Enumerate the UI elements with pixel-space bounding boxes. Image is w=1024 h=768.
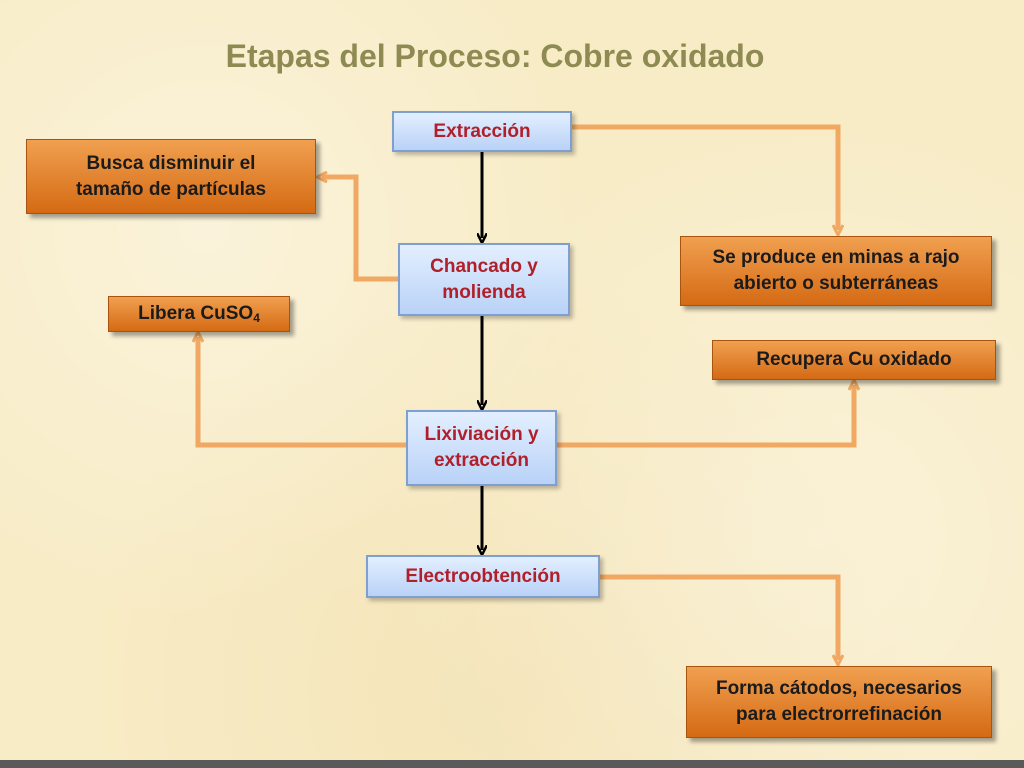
note-busca-line2: tamaño de partículas <box>75 178 267 200</box>
note-catodos-line1: Forma cátodos, necesarios <box>715 678 963 700</box>
note-busca-line1: Busca disminuir el <box>86 152 256 174</box>
note-libera-cuso4: Libera CuSO4 <box>108 296 290 332</box>
step-chancado-label-line2: molienda <box>442 281 526 303</box>
connector-lixiviacion-libera <box>198 337 406 448</box>
bottom-bar <box>0 760 1024 768</box>
step-lixiviacion-label-line1: Lixiviación y <box>424 424 539 446</box>
page-title: Etapas del Proceso: Cobre oxidado <box>225 38 765 74</box>
note-se-produce-minas: Se produce en minas a rajo abierto o sub… <box>680 236 992 306</box>
connector-chancado-busca <box>322 177 398 282</box>
step-lixiviacion-label-line2: extracción <box>433 450 530 471</box>
note-libera-label: Libera CuSO4 <box>138 303 260 326</box>
connector-electroobtencion-catodos <box>600 574 838 660</box>
note-libera-subscript: 4 <box>253 311 260 326</box>
note-recupera-label: Recupera Cu oxidado <box>756 349 952 371</box>
step-extraccion-label: Extracción <box>433 120 531 142</box>
connector-lixiviacion-recupera <box>557 385 854 448</box>
step-electroobtencion-label: Electroobtención <box>405 565 561 587</box>
note-forma-catodos: Forma cátodos, necesarios para electrorr… <box>686 666 992 738</box>
note-catodos-line2: para electrorrefinación <box>736 704 942 725</box>
step-chancado-label-line1: Chancado y <box>430 255 538 277</box>
note-busca-disminuir: Busca disminuir el tamaño de partículas <box>26 139 316 214</box>
connector-extraccion-minas <box>572 124 838 230</box>
note-minas-line2: abierto o subterráneas <box>733 273 939 294</box>
step-electroobtencion: Electroobtención <box>366 555 600 598</box>
step-extraccion: Extracción <box>392 111 572 152</box>
note-recupera-cu-oxidado: Recupera Cu oxidado <box>712 340 996 380</box>
step-chancado-y-molienda: Chancado y molienda <box>398 243 570 316</box>
note-minas-line1: Se produce en minas a rajo <box>712 247 960 269</box>
step-lixiviacion-y-extraccion: Lixiviación y extracción <box>406 410 557 486</box>
